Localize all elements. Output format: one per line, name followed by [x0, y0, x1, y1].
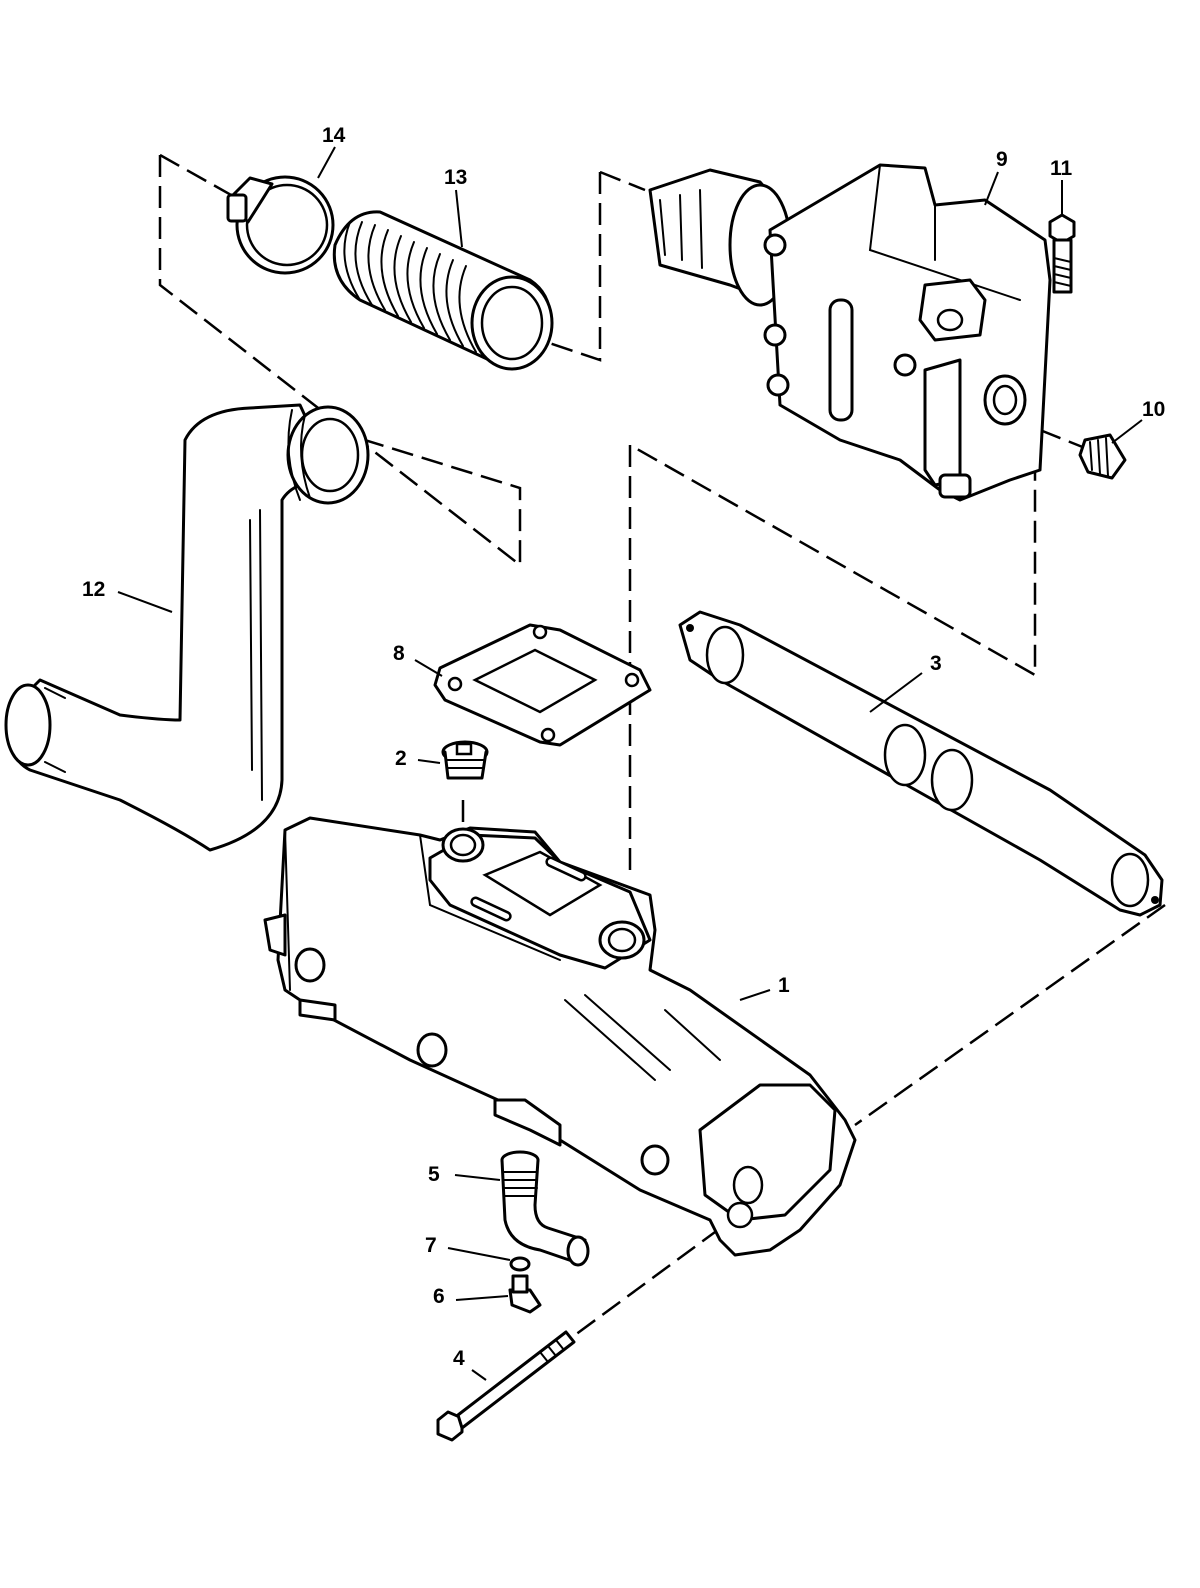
exhaust-bellows-part-13 [332, 210, 554, 371]
callout-10: 10 [1142, 398, 1165, 421]
drain-plug-part-6 [508, 1274, 542, 1314]
elbow-gasket-part-8 [433, 623, 652, 747]
hose-clamp-part-14 [226, 175, 335, 275]
callout-4: 4 [453, 1347, 465, 1370]
o-ring-part-7 [509, 1256, 531, 1272]
stud-bolt-part-4 [436, 1330, 576, 1442]
bolt-part-11 [1048, 213, 1076, 294]
manifold-gasket-part-3 [678, 610, 1164, 917]
callout-12: 12 [82, 578, 105, 601]
callout-13: 13 [444, 166, 467, 189]
exhaust-elbow-part-9 [648, 163, 1052, 502]
callout-7: 7 [425, 1234, 437, 1257]
callout-2: 2 [395, 747, 407, 770]
callout-1: 1 [778, 974, 790, 997]
callout-labels: 1 2 3 4 5 6 7 8 9 10 11 12 13 14 [82, 124, 1165, 1370]
callout-9: 9 [996, 148, 1008, 171]
callout-5: 5 [428, 1163, 440, 1186]
callout-3: 3 [930, 652, 942, 675]
exhaust-pipe-part-12 [4, 403, 370, 852]
callout-14: 14 [322, 124, 346, 147]
pipe-plug-part-10 [1078, 433, 1127, 480]
pipe-plug-part-2 [441, 740, 489, 780]
callout-8: 8 [393, 642, 405, 665]
callout-11: 11 [1050, 157, 1073, 180]
exhaust-manifold-part-1 [263, 816, 857, 1257]
elbow-fitting-part-5 [500, 1150, 590, 1267]
leader-lines [117, 146, 1143, 1381]
callout-6: 6 [433, 1285, 445, 1308]
